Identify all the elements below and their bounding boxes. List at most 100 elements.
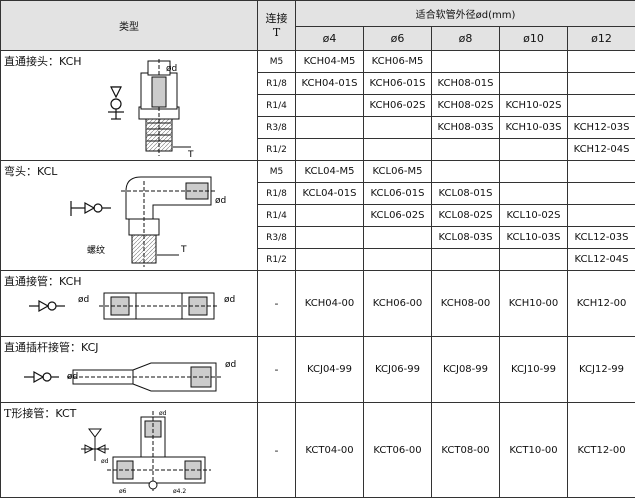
thread-label: T bbox=[180, 245, 187, 255]
conn-cell: R1/4 bbox=[257, 204, 296, 227]
diameter-label-top: ød bbox=[159, 410, 167, 417]
fitting-body bbox=[107, 411, 211, 491]
conn-cell: R1/8 bbox=[257, 182, 296, 205]
kcl-elbow-drawing: ød 螺纹 T bbox=[70, 176, 226, 267]
diameter-label: ød bbox=[166, 64, 177, 74]
model-cell: KCL08-03S bbox=[431, 226, 500, 249]
model-cell: KCH06-00 bbox=[363, 270, 432, 337]
type-name: 直通接管：KCH bbox=[4, 275, 82, 288]
conn-cell: - bbox=[257, 402, 296, 498]
model-cell bbox=[431, 50, 500, 73]
check-valve-symbol bbox=[29, 299, 65, 313]
type-name: T形接管：KCT bbox=[4, 407, 77, 420]
model-cell: KCL08-02S bbox=[431, 204, 500, 227]
model-cell: KCL06-01S bbox=[363, 182, 432, 205]
kch-union-drawing: ød ød bbox=[29, 292, 235, 320]
model-cell: KCH10-02S bbox=[499, 94, 568, 117]
size-header-8: ø8 bbox=[431, 26, 500, 51]
diameter-header: 适合软管外径ød(mm) bbox=[294, 0, 635, 27]
model-cell: KCH12-03S bbox=[566, 116, 635, 139]
conn-cell: R1/8 bbox=[257, 72, 296, 95]
table-row: R1/4 KCH06-02S KCH08-02S KCH10-02S bbox=[1, 94, 635, 117]
model-cell: KCL10-02S bbox=[499, 204, 568, 227]
model-cell: KCH10-00 bbox=[499, 270, 568, 337]
model-cell bbox=[363, 138, 432, 161]
table-row: 直通插杆接管：KCJ ød ød - KCJ04-99 K bbox=[0, 336, 635, 403]
diameter-label-right: ød bbox=[224, 295, 235, 305]
size-header-4: ø4 bbox=[295, 26, 364, 51]
table-row: R3/8 KCH08-03S KCH10-03S KCH12-03S bbox=[1, 116, 635, 139]
table-row: T形接管：KCT bbox=[0, 402, 635, 498]
diameter-label-left: ød bbox=[78, 295, 89, 305]
kct-tee-drawing: ød ød ø6 ø4.2 bbox=[81, 410, 211, 495]
kcj-plug-drawing: ød ød bbox=[24, 360, 236, 392]
table-row: 直通接管：KCH ød ød - KCH04 bbox=[0, 270, 635, 337]
bolt-hole-label: ø6 bbox=[119, 488, 127, 495]
model-cell: KCJ12-99 bbox=[566, 336, 635, 403]
conn-cell: R3/8 bbox=[257, 226, 296, 249]
model-cell bbox=[499, 72, 568, 95]
model-cell bbox=[363, 226, 432, 249]
model-cell: KCL04-01S bbox=[295, 182, 364, 205]
thread-name-label: 螺纹 bbox=[87, 244, 105, 256]
model-cell: KCJ08-99 bbox=[431, 336, 500, 403]
model-cell: KCT06-00 bbox=[363, 402, 432, 498]
model-cell: KCT08-00 bbox=[431, 402, 500, 498]
type-cell-kcl-elbow: 弯头：KCL ød 螺纹 bbox=[0, 160, 258, 271]
size-header-6: ø6 bbox=[363, 26, 432, 51]
model-cell: KCH08-03S bbox=[431, 116, 500, 139]
model-cell bbox=[499, 138, 568, 161]
model-cell: KCL04-M5 bbox=[295, 160, 364, 183]
table-row: R1/2 KCH12-04S bbox=[1, 138, 635, 161]
conn-cell: M5 bbox=[257, 160, 296, 183]
model-cell: KCL10-03S bbox=[499, 226, 568, 249]
model-cell: KCH12-00 bbox=[566, 270, 635, 337]
connection-header-line1: 连接 bbox=[265, 11, 288, 25]
diameter-label-left: ød bbox=[101, 458, 109, 465]
model-cell: KCJ06-99 bbox=[363, 336, 432, 403]
model-cell: KCL06-02S bbox=[363, 204, 432, 227]
kch-straight-drawing: ød T bbox=[108, 59, 194, 160]
conn-cell: R3/8 bbox=[257, 116, 296, 139]
model-cell bbox=[499, 248, 568, 271]
model-cell bbox=[295, 94, 364, 117]
model-cell bbox=[295, 226, 364, 249]
model-cell bbox=[431, 138, 500, 161]
model-cell bbox=[566, 204, 635, 227]
model-cell bbox=[499, 160, 568, 183]
fitting-body bbox=[67, 362, 223, 392]
model-cell bbox=[499, 50, 568, 73]
connection-header: 连接 T bbox=[257, 0, 296, 51]
model-cell: KCH06-M5 bbox=[363, 50, 432, 73]
check-valve-symbol bbox=[24, 370, 59, 384]
table-row: 弯头：KCL ød 螺纹 bbox=[0, 160, 635, 271]
model-cell: KCH06-01S bbox=[363, 72, 432, 95]
model-cell: KCH04-00 bbox=[295, 270, 364, 337]
model-cell: KCT12-00 bbox=[566, 402, 635, 498]
size-header-10: ø10 bbox=[499, 26, 568, 51]
model-cell bbox=[566, 50, 635, 73]
model-cell: KCH04-M5 bbox=[295, 50, 364, 73]
table-row: 直通接头：KCH bbox=[0, 50, 635, 161]
check-valve-symbol bbox=[70, 201, 111, 216]
model-cell: KCL08-01S bbox=[431, 182, 500, 205]
model-cell bbox=[566, 72, 635, 95]
model-cell bbox=[363, 116, 432, 139]
fitting-body bbox=[121, 176, 216, 267]
type-name: 弯头：KCL bbox=[4, 165, 58, 178]
conn-cell: M5 bbox=[257, 50, 296, 73]
model-cell bbox=[295, 248, 364, 271]
model-cell: KCL12-04S bbox=[566, 248, 635, 271]
model-cell bbox=[363, 248, 432, 271]
model-cell bbox=[295, 116, 364, 139]
model-cell: KCH08-00 bbox=[431, 270, 500, 337]
conn-cell: R1/2 bbox=[257, 138, 296, 161]
fitting-body bbox=[138, 59, 180, 156]
type-name: 直通接头：KCH bbox=[4, 55, 82, 68]
model-cell: KCH06-02S bbox=[363, 94, 432, 117]
model-cell bbox=[295, 138, 364, 161]
model-cell bbox=[295, 204, 364, 227]
conn-cell: - bbox=[257, 336, 296, 403]
diameter-label-right: ød bbox=[225, 360, 236, 370]
